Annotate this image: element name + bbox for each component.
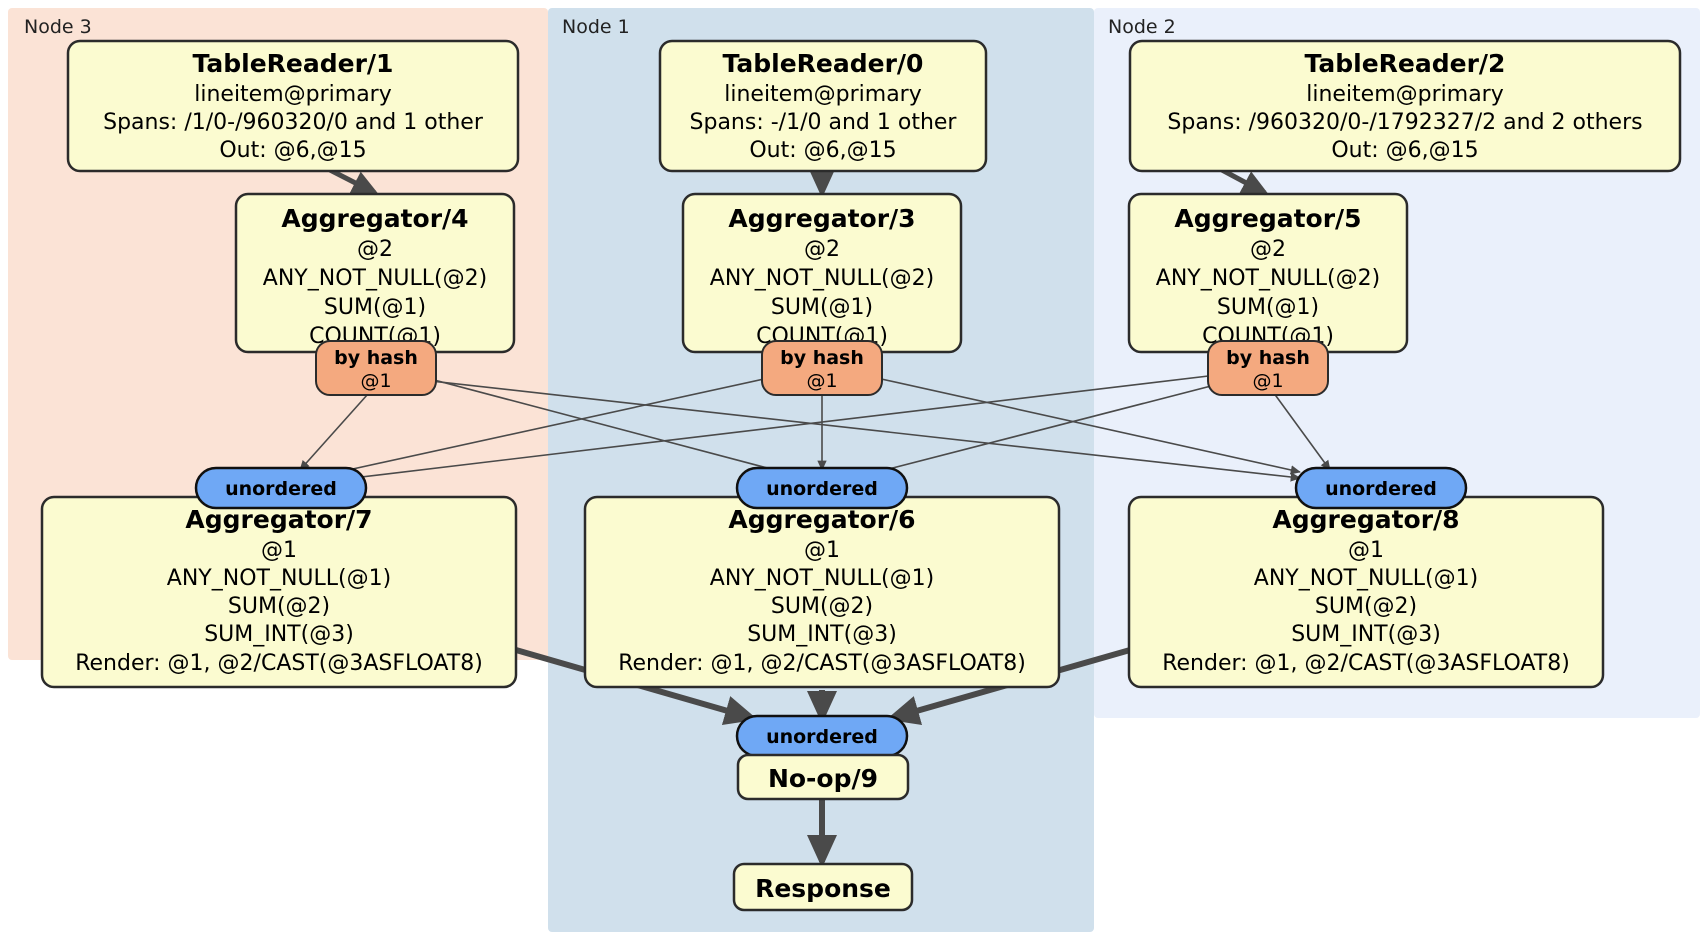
aggregator-6-title: Aggregator/6	[728, 505, 915, 534]
table-reader-2-line-1: Spans: /960320/0-/1792327/2 and 2 others	[1167, 110, 1642, 135]
aggregator-4-title: Aggregator/4	[281, 204, 468, 233]
router-unordered-left[interactable]: unordered	[194, 466, 368, 510]
table-reader-1-line-2: Out: @6,@15	[219, 138, 366, 163]
panel-node2-label: Node 2	[1108, 16, 1176, 38]
processor-aggregator-7[interactable]: Aggregator/7 @1 ANY_NOT_NULL(@1) SUM(@2)…	[40, 495, 518, 689]
router-unordered-final-label: unordered	[766, 726, 878, 748]
router-unordered-final[interactable]: unordered	[735, 714, 909, 758]
aggregator-3-line-1: ANY_NOT_NULL(@2)	[710, 266, 934, 291]
router-hash-mid-label: by hash	[780, 347, 864, 369]
router-hash-left-sub: @1	[360, 370, 391, 392]
panel-node3-label: Node 3	[24, 16, 92, 38]
router-unordered-mid[interactable]: unordered	[735, 466, 909, 510]
processor-noop-9[interactable]: No-op/9	[736, 753, 910, 801]
aggregator-8-line-1: ANY_NOT_NULL(@1)	[1254, 566, 1478, 591]
router-hash-mid-sub: @1	[806, 370, 837, 392]
table-reader-1-title: TableReader/1	[193, 49, 394, 78]
table-reader-2-title: TableReader/2	[1305, 49, 1506, 78]
router-hash-right-label: by hash	[1226, 347, 1310, 369]
response-title: Response	[755, 874, 891, 903]
panel-node1-label: Node 1	[562, 16, 630, 38]
aggregator-4-line-2: SUM(@1)	[324, 295, 426, 320]
router-unordered-mid-label: unordered	[766, 478, 878, 500]
processor-aggregator-4[interactable]: Aggregator/4 @2 ANY_NOT_NULL(@2) SUM(@1)…	[234, 192, 516, 354]
processor-aggregator-8[interactable]: Aggregator/8 @1 ANY_NOT_NULL(@1) SUM(@2)…	[1127, 495, 1605, 689]
aggregator-7-line-3: SUM_INT(@3)	[204, 622, 354, 647]
aggregator-5-line-2: SUM(@1)	[1217, 295, 1319, 320]
aggregator-8-line-0: @1	[1348, 538, 1384, 563]
aggregator-8-line-2: SUM(@2)	[1315, 594, 1417, 619]
aggregator-3-title: Aggregator/3	[728, 204, 915, 233]
router-hash-right[interactable]: by hash @1	[1207, 340, 1329, 396]
table-reader-1-line-1: Spans: /1/0-/960320/0 and 1 other	[103, 110, 484, 135]
aggregator-7-line-2: SUM(@2)	[228, 594, 330, 619]
aggregator-5-line-0: @2	[1250, 237, 1286, 262]
edges-reader-to-aggregator	[328, 167, 1270, 198]
aggregator-8-line-4: Render: @1, @2/CAST(@3ASFLOAT8)	[1162, 651, 1570, 676]
aggregator-7-line-1: ANY_NOT_NULL(@1)	[167, 566, 391, 591]
processor-aggregator-3[interactable]: Aggregator/3 @2 ANY_NOT_NULL(@2) SUM(@1)…	[681, 192, 963, 354]
aggregator-3-line-0: @2	[804, 237, 840, 262]
processor-table-reader-2[interactable]: TableReader/2 lineitem@primary Spans: /9…	[1128, 39, 1682, 173]
aggregator-8-line-3: SUM_INT(@3)	[1291, 622, 1441, 647]
aggregator-6-line-2: SUM(@2)	[771, 594, 873, 619]
aggregator-7-line-0: @1	[261, 538, 297, 563]
table-reader-0-line-1: Spans: -/1/0 and 1 other	[690, 110, 958, 135]
router-hash-mid[interactable]: by hash @1	[761, 340, 883, 396]
router-unordered-right-label: unordered	[1325, 478, 1437, 500]
aggregator-7-line-4: Render: @1, @2/CAST(@3ASFLOAT8)	[75, 651, 483, 676]
table-reader-2-line-0: lineitem@primary	[1306, 82, 1504, 107]
processor-response[interactable]: Response	[732, 862, 914, 912]
router-hash-left[interactable]: by hash @1	[315, 340, 437, 396]
router-hash-left-label: by hash	[334, 347, 418, 369]
table-reader-2-line-2: Out: @6,@15	[1331, 138, 1478, 163]
router-hash-right-sub: @1	[1252, 370, 1283, 392]
aggregator-6-line-0: @1	[804, 538, 840, 563]
router-unordered-right[interactable]: unordered	[1294, 466, 1468, 510]
edges-hash-to-unordered	[299, 371, 1331, 484]
noop-9-title: No-op/9	[768, 764, 878, 793]
processor-table-reader-0[interactable]: TableReader/0 lineitem@primary Spans: -/…	[658, 39, 988, 173]
aggregator-6-line-4: Render: @1, @2/CAST(@3ASFLOAT8)	[618, 651, 1026, 676]
aggregator-4-line-0: @2	[357, 237, 393, 262]
table-reader-0-line-0: lineitem@primary	[724, 82, 922, 107]
processor-table-reader-1[interactable]: TableReader/1 lineitem@primary Spans: /1…	[66, 39, 520, 173]
aggregator-7-title: Aggregator/7	[185, 505, 372, 534]
aggregator-5-line-1: ANY_NOT_NULL(@2)	[1156, 266, 1380, 291]
processor-aggregator-6[interactable]: Aggregator/6 @1 ANY_NOT_NULL(@1) SUM(@2)…	[583, 495, 1061, 689]
router-unordered-left-label: unordered	[225, 478, 337, 500]
aggregator-5-title: Aggregator/5	[1174, 204, 1361, 233]
aggregator-6-line-1: ANY_NOT_NULL(@1)	[710, 566, 934, 591]
processor-aggregator-5[interactable]: Aggregator/5 @2 ANY_NOT_NULL(@2) SUM(@1)…	[1127, 192, 1409, 354]
aggregator-3-line-2: SUM(@1)	[771, 295, 873, 320]
aggregator-8-title: Aggregator/8	[1272, 505, 1459, 534]
table-reader-0-line-2: Out: @6,@15	[749, 138, 896, 163]
table-reader-0-title: TableReader/0	[723, 49, 924, 78]
aggregator-6-line-3: SUM_INT(@3)	[747, 622, 897, 647]
aggregator-4-line-1: ANY_NOT_NULL(@2)	[263, 266, 487, 291]
table-reader-1-line-0: lineitem@primary	[194, 82, 392, 107]
